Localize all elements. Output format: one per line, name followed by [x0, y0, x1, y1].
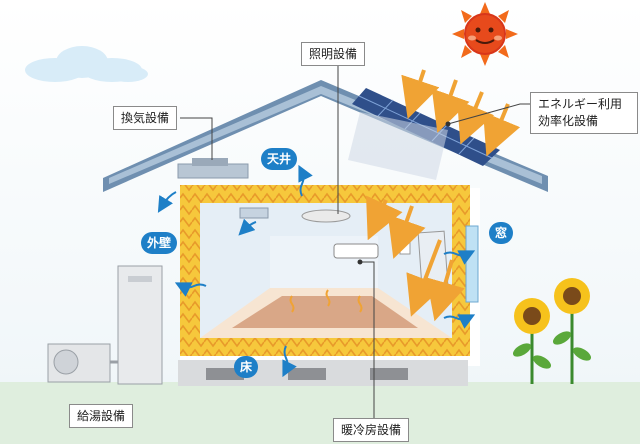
vent-duct	[177, 158, 249, 179]
floor-heater	[232, 296, 418, 328]
heat-waves	[289, 289, 363, 313]
outer-wall-badge: 外壁	[141, 232, 178, 254]
cloud-icon	[25, 46, 148, 82]
heat-flow-arrows	[157, 164, 476, 378]
energy-efficiency-label: エネルギー利用効率化設備	[530, 92, 638, 134]
ceiling-vent-icon	[239, 207, 269, 219]
ceiling-badge: 天井	[261, 148, 298, 170]
insulation-layer	[180, 185, 470, 356]
window-pane	[465, 225, 479, 303]
sunlight-arrows	[366, 69, 521, 322]
water-heater-icon	[47, 265, 163, 385]
sun-icon	[452, 2, 518, 66]
heating-cooling-label: 暖冷房設備	[333, 418, 410, 442]
lighting-label: 照明設備	[301, 42, 366, 66]
floor-badge: 床	[234, 356, 259, 378]
water-heater-label: 給湯設備	[69, 404, 134, 428]
window-badge: 窓	[489, 222, 514, 244]
sunflower-icon	[512, 278, 592, 384]
ventilation-label: 換気設備	[113, 106, 178, 130]
air-conditioner-icon	[333, 243, 379, 259]
leader-lines	[180, 62, 540, 420]
ceiling-light-icon	[301, 209, 351, 223]
